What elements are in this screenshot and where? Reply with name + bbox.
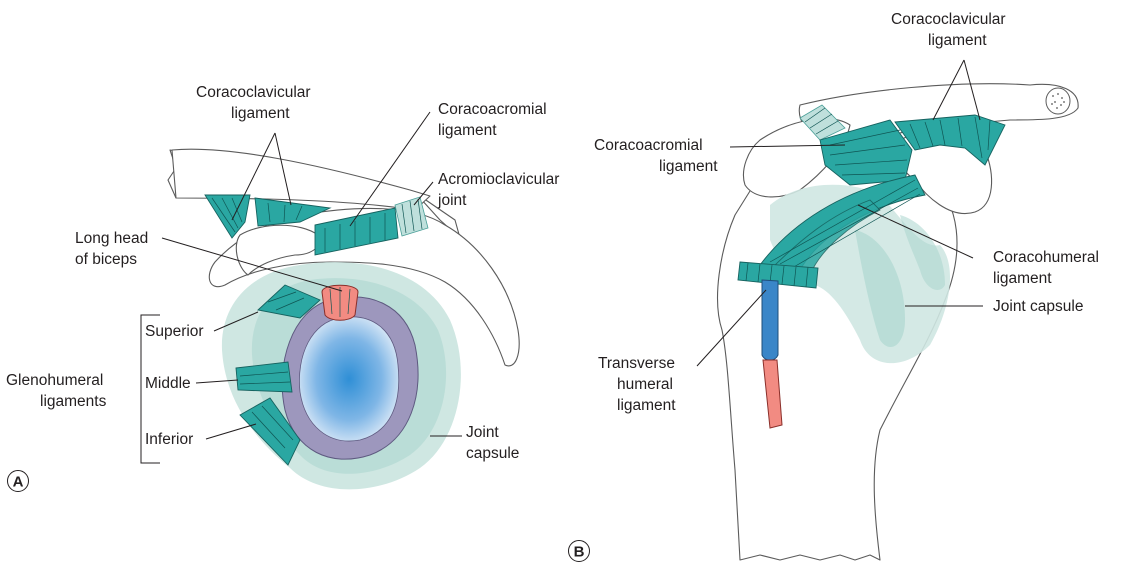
- label-middle: Middle: [145, 375, 191, 392]
- label-long-head-biceps-l1: Long head: [75, 230, 148, 247]
- label-coracoacromial-a: Coracoacromial ligament: [438, 101, 551, 139]
- label-joint-capsule-b: Joint capsule: [993, 298, 1083, 315]
- label-coracohumeral-b: Coracohumeral ligament: [993, 249, 1103, 287]
- label-long-head-biceps-l2: of biceps: [75, 251, 137, 268]
- label-coracohumeral-b-l1: Coracohumeral: [993, 249, 1099, 266]
- label-superior: Superior: [145, 323, 204, 340]
- label-transverse-humeral-b-l1: Transverse: [598, 355, 675, 372]
- label-coracoclavicular-b: Coracoclavicular ligament: [891, 11, 1010, 49]
- label-coracoacromial-b-l2: ligament: [659, 158, 718, 175]
- label-joint-capsule-a-l1: Joint: [466, 424, 499, 441]
- label-coracoclavicular-a-l1: Coracoclavicular: [196, 84, 311, 101]
- label-glenohumeral-l1: Glenohumeral: [6, 372, 103, 389]
- label-acromioclavicular-a: Acromioclavicular joint: [437, 171, 564, 209]
- label-transverse-humeral-b-l3: ligament: [617, 397, 676, 414]
- label-coracoacromial-b: Coracoacromial ligament: [594, 137, 718, 175]
- label-coracoacromial-a-l2: ligament: [438, 122, 497, 139]
- label-coracoclavicular-b-l2: ligament: [928, 32, 987, 49]
- label-inferior: Inferior: [145, 431, 193, 448]
- coracoclavicular-ligament-a: [205, 195, 250, 238]
- panel-letter-b: B: [574, 544, 585, 561]
- label-coracoacromial-b-l1: Coracoacromial: [594, 137, 703, 154]
- label-joint-capsule-a: Joint capsule: [466, 424, 519, 462]
- label-long-head-biceps: Long head of biceps: [75, 230, 153, 268]
- panel-letter-a: A: [13, 474, 24, 491]
- label-glenohumeral: Glenohumeral ligaments: [6, 372, 108, 410]
- label-transverse-humeral-b: Transverse humeral ligament: [598, 355, 679, 414]
- label-acromioclavicular-a-l2: joint: [437, 192, 467, 209]
- label-joint-capsule-a-l2: capsule: [466, 445, 519, 462]
- panel-b: Coracoclavicular ligament Coracoacromial…: [569, 11, 1104, 562]
- glenoid-fossa: [299, 317, 398, 441]
- label-coracohumeral-b-l2: ligament: [993, 270, 1052, 287]
- label-coracoacromial-a-l1: Coracoacromial: [438, 101, 547, 118]
- clavicle-end-b: [1046, 88, 1070, 114]
- label-coracoclavicular-b-l1: Coracoclavicular: [891, 11, 1006, 28]
- label-coracoclavicular-a: Coracoclavicular ligament: [196, 84, 315, 122]
- label-coracoclavicular-a-l2: ligament: [231, 105, 290, 122]
- label-acromioclavicular-a-l1: Acromioclavicular: [438, 171, 559, 188]
- label-glenohumeral-l2: ligaments: [40, 393, 107, 410]
- label-transverse-humeral-b-l2: humeral: [617, 376, 673, 393]
- panel-a: Coracoclavicular ligament Coracoacromial…: [6, 84, 564, 492]
